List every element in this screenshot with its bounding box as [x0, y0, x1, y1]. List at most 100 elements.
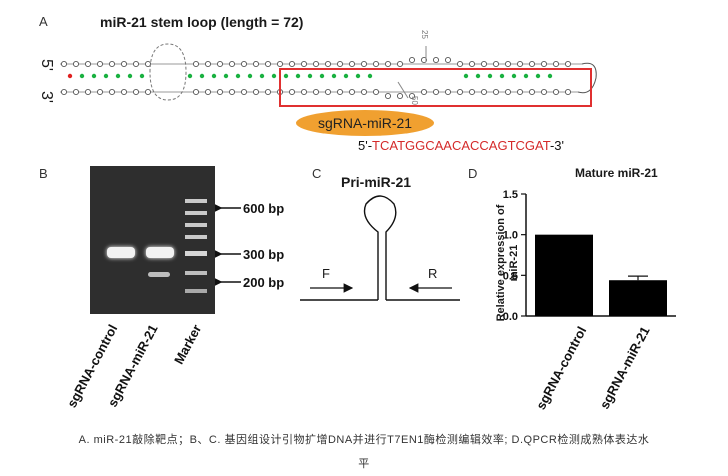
nucleotide	[72, 60, 80, 68]
base-pair-dot	[535, 73, 541, 79]
nucleotide	[72, 88, 80, 96]
base-pair-dot	[103, 73, 109, 79]
nucleotide	[396, 60, 404, 68]
nucleotide	[348, 88, 356, 96]
lane2-band-300	[146, 247, 174, 258]
base-pair-dot	[511, 73, 517, 79]
sequence-5prime: 5'-	[358, 138, 373, 153]
nucleotide	[420, 88, 428, 96]
nucleotide	[384, 92, 392, 100]
base-pair-dot	[271, 73, 277, 79]
marker-label-200: 200 bp	[243, 275, 285, 290]
pri-mir21-title: Pri-miR-21	[341, 174, 412, 190]
position-50-label: 50	[409, 96, 419, 105]
nucleotide	[516, 88, 524, 96]
nucleotide	[372, 88, 380, 96]
sequence-target: TCATGGCAACACCAGTCGAT	[372, 138, 550, 153]
nucleotide	[444, 56, 452, 64]
sequence-3prime: -3'	[549, 138, 565, 153]
nucleotide	[468, 88, 476, 96]
nucleotide	[96, 88, 104, 96]
nucleotide	[84, 88, 92, 96]
nucleotide	[132, 88, 140, 96]
gel-image	[90, 166, 215, 314]
base-pair-dot	[307, 73, 313, 79]
nucleotide	[420, 56, 428, 64]
nucleotide	[300, 88, 308, 96]
marker-label-600: 600 bp	[243, 201, 285, 216]
nucleotide	[300, 60, 308, 68]
ladder-band	[185, 199, 207, 203]
nucleotide	[108, 88, 116, 96]
nucleotide	[96, 60, 104, 68]
sgrna-badge-label: sgRNA-miR-21	[317, 115, 413, 131]
chart-title: Mature miR-21	[575, 166, 658, 180]
panel-c-letter: C	[312, 166, 322, 181]
nucleotide	[348, 60, 356, 68]
base-pair-dot	[67, 73, 73, 79]
base-pair-dot	[499, 73, 505, 79]
ladder-band	[185, 271, 207, 275]
nucleotide	[288, 88, 296, 96]
nucleotide	[336, 88, 344, 96]
stem-loop-top-strand	[60, 56, 582, 68]
panel-a-title: miR-21 stem loop (length = 72)	[100, 14, 304, 30]
nucleotide	[276, 60, 284, 68]
nucleotide	[396, 92, 404, 100]
nucleotide	[84, 60, 92, 68]
base-pair-dot	[199, 73, 205, 79]
nucleotide	[288, 60, 296, 68]
nucleotide	[216, 60, 224, 68]
nucleotide	[528, 88, 536, 96]
nucleotide	[60, 60, 68, 68]
y-tick-label: 0.5	[503, 270, 518, 282]
nucleotide	[360, 88, 368, 96]
base-pair-dot	[91, 73, 97, 79]
y-tick-label: 1.0	[503, 230, 518, 242]
nucleotide	[552, 88, 560, 96]
ladder-band	[185, 211, 207, 215]
ladder-band	[185, 235, 207, 239]
nucleotide	[312, 60, 320, 68]
nucleotide	[204, 60, 212, 68]
base-pair-dot	[367, 73, 373, 79]
nucleotide	[444, 88, 452, 96]
lane2-band-cleaved	[148, 272, 170, 277]
y-tick-label: 1.5	[503, 189, 518, 201]
nucleotide	[504, 60, 512, 68]
base-pair-dot	[295, 73, 301, 79]
nucleotide	[228, 60, 236, 68]
nucleotide	[384, 60, 392, 68]
nucleotide	[432, 56, 440, 64]
nucleotide	[228, 88, 236, 96]
base-pair-dot	[139, 73, 145, 79]
marker-label-300: 300 bp	[243, 247, 285, 262]
lane1-band-300	[107, 247, 135, 258]
base-pair-dot	[463, 73, 469, 79]
marker-arrows	[215, 201, 241, 289]
nucleotide	[456, 60, 464, 68]
position-25-label: 25	[419, 30, 429, 39]
nucleotide	[120, 60, 128, 68]
y-tick-label: 0.0	[503, 311, 518, 323]
stem-loop-diagram	[60, 43, 597, 107]
nucleotide	[468, 60, 476, 68]
base-pair-dot	[235, 73, 241, 79]
target-sequence: 5'-TCATGGCAACACCAGTCGAT-3'	[358, 138, 564, 153]
nucleotide	[216, 88, 224, 96]
nucleotide	[408, 56, 416, 64]
panel-b-letter: B	[39, 166, 48, 181]
nucleotide	[192, 60, 200, 68]
base-pair-dot	[127, 73, 133, 79]
nucleotide	[480, 88, 488, 96]
base-pair-dot	[343, 73, 349, 79]
ladder-band	[185, 223, 207, 227]
nucleotide	[204, 88, 212, 96]
pri-mir21-hairpin	[300, 195, 460, 301]
base-pair-dot	[79, 73, 85, 79]
base-pair-dot	[331, 73, 337, 79]
base-pair-dot	[355, 73, 361, 79]
nucleotide	[456, 88, 464, 96]
ladder-band	[185, 289, 207, 293]
nucleotide	[336, 60, 344, 68]
